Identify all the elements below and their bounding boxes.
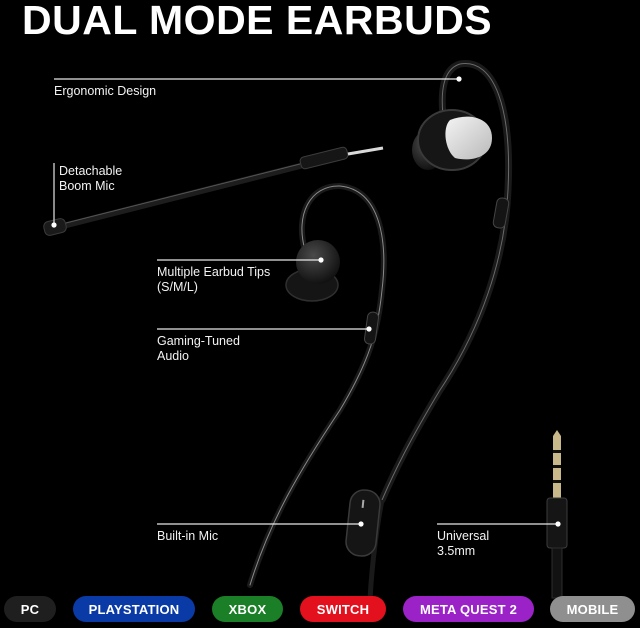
left-earbud-body — [285, 240, 340, 302]
callout-text: Boom Mic — [59, 179, 115, 193]
badge-pc: PC — [4, 596, 56, 622]
badge-playstation: PLAYSTATION — [73, 596, 195, 622]
badge-meta-quest-2: META QUEST 2 — [403, 596, 534, 622]
inline-mic — [345, 489, 385, 601]
badge-mobile: MOBILE — [550, 596, 635, 622]
right-earbud-body — [412, 109, 492, 171]
callout-text: Universal — [437, 529, 490, 543]
callout-universal-35mm: Universal 3.5mm — [437, 529, 489, 559]
callout-text: Multiple Earbud Tips — [157, 265, 271, 279]
callout-text: Audio — [157, 349, 189, 363]
callout-detachable-boom-mic: Detachable Boom Mic — [59, 164, 122, 194]
callout-text: Detachable — [59, 164, 123, 178]
callout-text: Built-in Mic — [157, 529, 219, 543]
callout-text: (S/M/L) — [157, 280, 198, 294]
callout-built-in-mic: Built-in Mic — [157, 529, 218, 544]
callout-multiple-earbud-tips: Multiple Earbud Tips (S/M/L) — [157, 265, 270, 295]
platform-badges: PC PLAYSTATION XBOX SWITCH META QUEST 2 … — [0, 596, 640, 624]
callout-gaming-tuned-audio: Gaming-Tuned Audio — [157, 334, 240, 364]
badge-xbox: XBOX — [212, 596, 283, 622]
page-title: DUAL MODE EARBUDS — [22, 0, 493, 43]
audio-jack — [546, 430, 568, 599]
right-earbud — [378, 60, 513, 504]
callout-ergonomic-design: Ergonomic Design — [54, 84, 156, 99]
callout-lines — [51, 76, 561, 527]
badge-switch: SWITCH — [300, 596, 386, 622]
callout-text: 3.5mm — [437, 544, 476, 558]
callout-text: Gaming-Tuned — [157, 334, 240, 348]
callout-text: Ergonomic Design — [54, 84, 157, 98]
left-earbud — [247, 182, 387, 588]
boom-mic — [43, 146, 384, 236]
